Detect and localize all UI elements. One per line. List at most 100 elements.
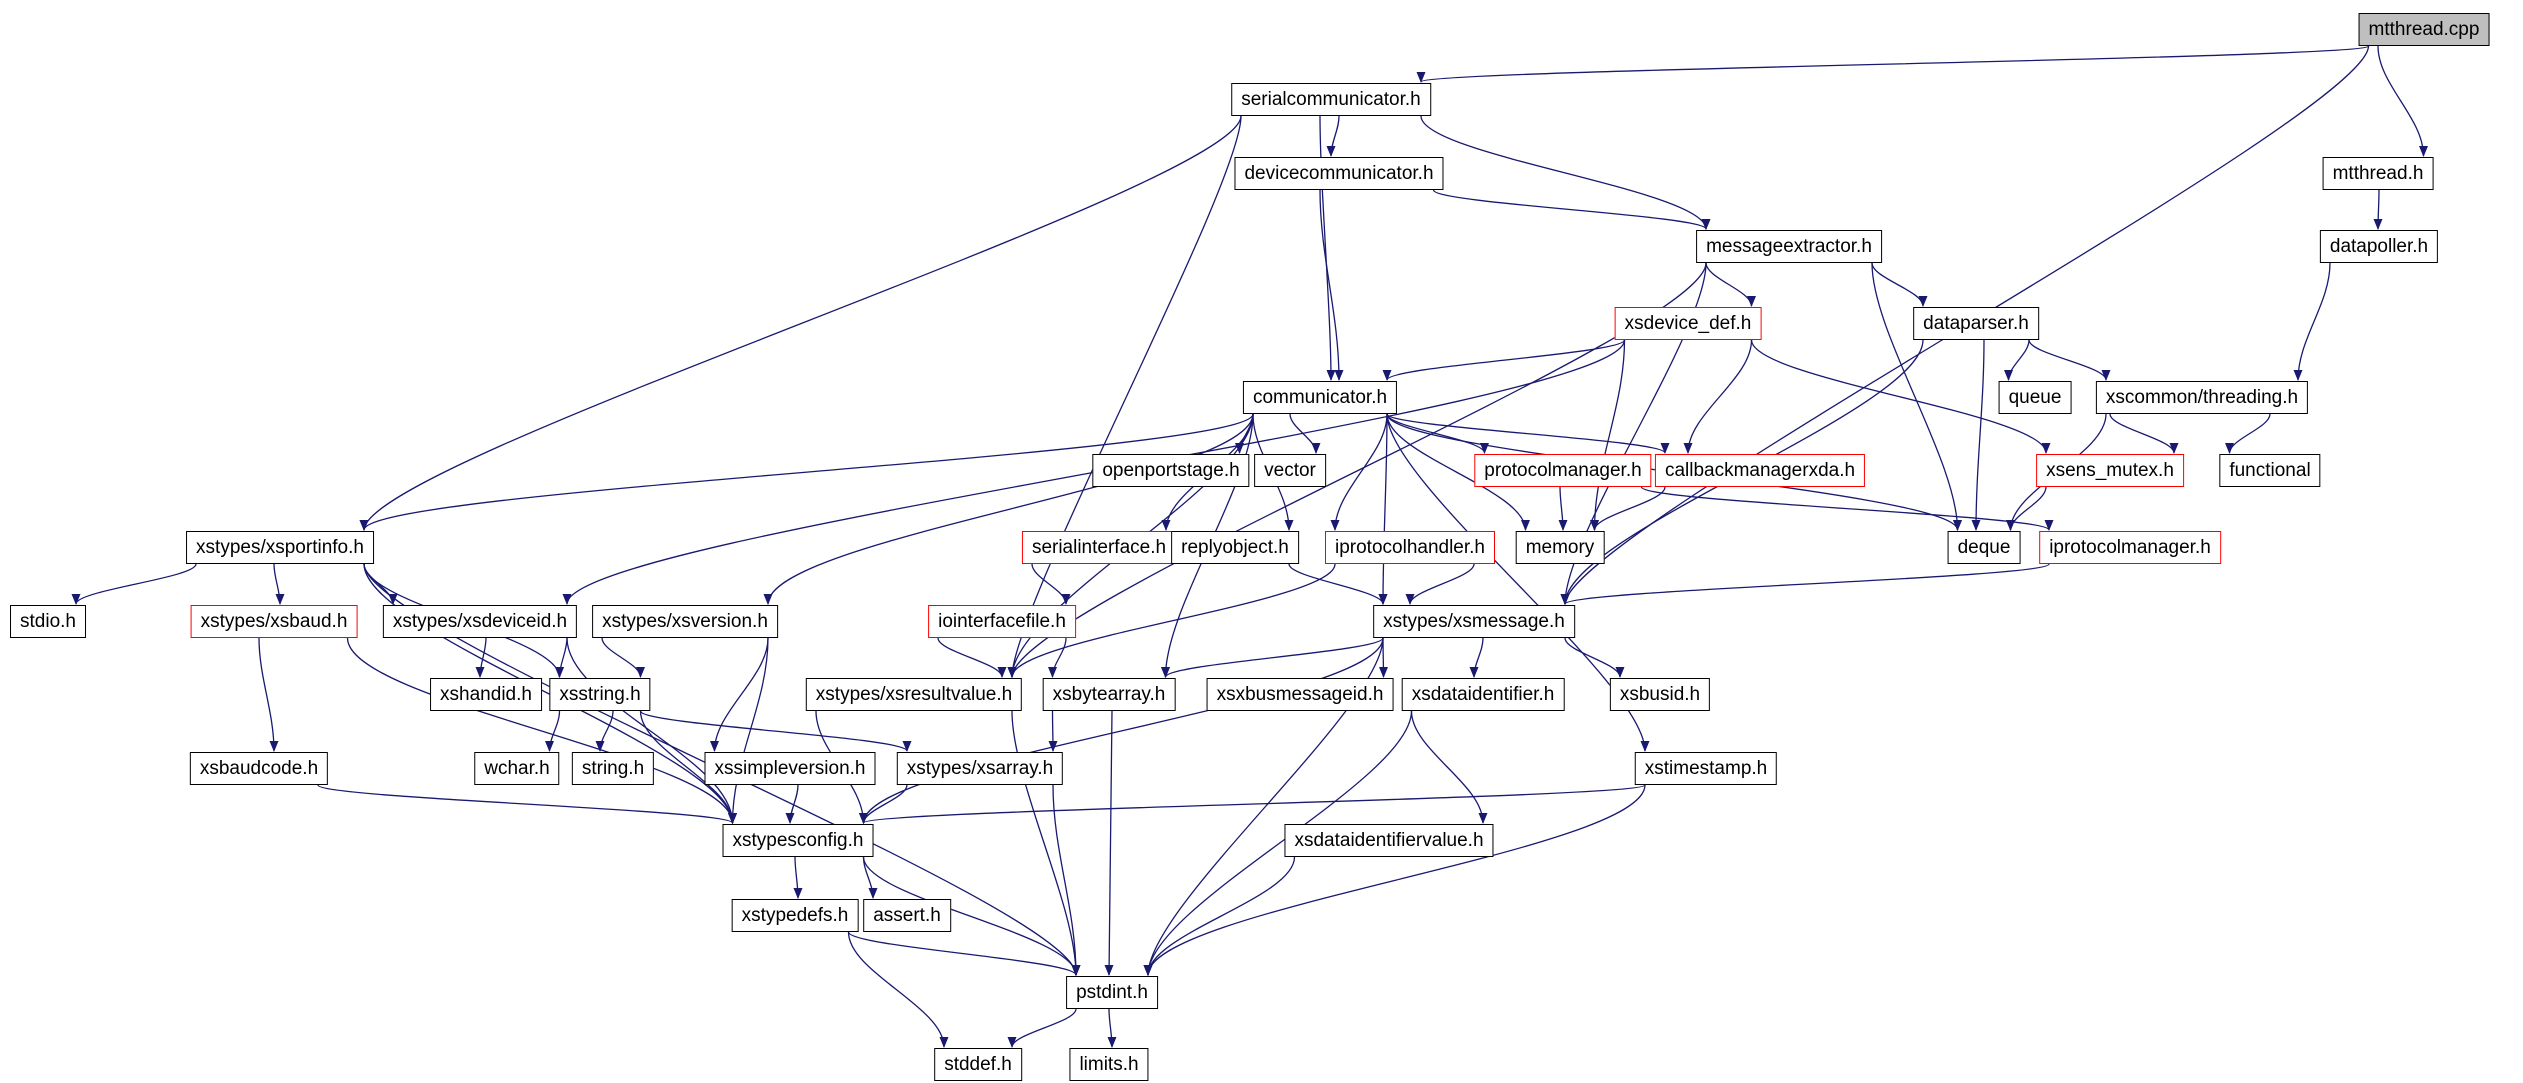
edge-communicator_h-to-xstypes_xsmessage_h — [1378, 413, 1388, 605]
edge-devicecommunicator_h-to-messageextractor_h — [1432, 189, 1711, 230]
node-limits_h[interactable]: limits.h — [1069, 1048, 1149, 1081]
edge-dataparser_h-to-deque — [1971, 339, 1985, 531]
edge-xstypes_xsbaud_h-to-xstypesconfig_h — [346, 637, 737, 824]
node-xsdevice_def_h[interactable]: xsdevice_def.h — [1614, 307, 1762, 340]
edge-xstypes_xsdeviceid_h-to-xsstring_h — [555, 637, 568, 678]
node-dataparser_h[interactable]: dataparser.h — [1913, 307, 2039, 340]
edge-xsdevice_def_h-to-xsens_mutex_h — [1750, 339, 2051, 454]
edge-xsdevice_def_h-to-callbackmanagerxda_h — [1683, 339, 1753, 454]
edge-replyobject_h-to-xstypes_xsmessage_h — [1288, 563, 1388, 605]
node-xscommon_threading_h[interactable]: xscommon/threading.h — [2095, 381, 2309, 414]
edge-iointerfacefile_h-to-xsbytearray_h — [1048, 637, 1067, 678]
node-xsbaudcode_h[interactable]: xsbaudcode.h — [189, 752, 329, 785]
edge-xstypes_xsversion_h-to-xstypesconfig_h — [728, 637, 769, 824]
node-xshandid_h[interactable]: xshandid.h — [430, 678, 542, 711]
node-xsdataidentifiervalue_h[interactable]: xsdataidentifiervalue.h — [1284, 824, 1494, 857]
edge-pstdint_h-to-stddef_h — [1007, 1008, 1077, 1048]
edge-serialcommunicator_h-to-xstypes_xsresultvalue_h — [1007, 115, 1242, 678]
node-wchar_h[interactable]: wchar.h — [474, 752, 560, 785]
node-xstypedefs_h[interactable]: xstypedefs.h — [731, 899, 859, 932]
edge-xstypes_xsarray_h-to-pstdint_h — [1052, 784, 1081, 976]
edge-serialcommunicator_h-to-communicator_h — [1319, 115, 1336, 381]
edge-xstypes_xsmessage_h-to-xsbusid_h — [1564, 637, 1625, 678]
edge-devicecommunicator_h-to-communicator_h — [1319, 189, 1344, 381]
edge-iprotocolhandler_h-to-xstypes_xsmessage_h — [1405, 563, 1475, 605]
node-serialcommunicator_h[interactable]: serialcommunicator.h — [1231, 83, 1431, 116]
node-xstypes_xsresultvalue_h[interactable]: xstypes/xsresultvalue.h — [805, 678, 1023, 711]
node-xstimestamp_h[interactable]: xstimestamp.h — [1634, 752, 1778, 785]
node-xsxbusmessageid_h[interactable]: xsxbusmessageid.h — [1206, 678, 1394, 711]
edge-datapoller_h-to-xscommon_threading_h — [2293, 262, 2331, 381]
node-devicecommunicator_h[interactable]: devicecommunicator.h — [1234, 157, 1444, 190]
edge-serialcommunicator_h-to-devicecommunicator_h — [1326, 115, 1340, 157]
node-xsdataidentifier_h[interactable]: xsdataidentifier.h — [1401, 678, 1565, 711]
node-iprotocolmanager_h[interactable]: iprotocolmanager.h — [2039, 531, 2221, 564]
edge-xscommon_threading_h-to-functional — [2225, 413, 2271, 454]
edge-xsstring_h-to-xstypesconfig_h — [639, 710, 737, 824]
node-iprotocolhandler_h[interactable]: iprotocolhandler.h — [1325, 531, 1495, 564]
node-iointerfacefile_h[interactable]: iointerfacefile.h — [928, 605, 1076, 638]
edge-xstypes_xsportinfo_h-to-xstypesconfig_h — [363, 563, 737, 824]
node-openportstage_h[interactable]: openportstage.h — [1092, 454, 1250, 487]
node-serialinterface_h[interactable]: serialinterface.h — [1021, 531, 1177, 564]
node-string_h[interactable]: string.h — [571, 752, 655, 785]
edge-communicator_h-to-protocolmanager_h — [1386, 413, 1489, 454]
edge-xstypes_xsresultvalue_h-to-pstdint_h — [1011, 710, 1081, 976]
edge-mtthread_cpp-to-serialcommunicator_h — [1417, 45, 2370, 83]
node-memory[interactable]: memory — [1515, 531, 1605, 564]
node-xsens_mutex_h[interactable]: xsens_mutex.h — [2036, 454, 2184, 487]
edge-xstypes_xsversion_h-to-xsstring_h — [601, 637, 645, 678]
edge-communicator_h-to-callbackmanagerxda_h — [1386, 413, 1670, 454]
node-xstypes_xsarray_h[interactable]: xstypes/xsarray.h — [896, 752, 1064, 785]
node-xsbytearray_h[interactable]: xsbytearray.h — [1042, 678, 1176, 711]
node-assert_h[interactable]: assert.h — [863, 899, 951, 932]
node-datapoller_h[interactable]: datapoller.h — [2319, 230, 2439, 263]
node-replyobject_h[interactable]: replyobject.h — [1171, 531, 1299, 564]
edge-serialcommunicator_h-to-messageextractor_h — [1420, 115, 1711, 230]
edge-xscommon_threading_h-to-xsens_mutex_h — [2109, 413, 2179, 454]
node-xstypes_xsdeviceid_h[interactable]: xstypes/xsdeviceid.h — [382, 605, 578, 638]
node-vector[interactable]: vector — [1254, 454, 1326, 487]
edge-serialinterface_h-to-iointerfacefile_h — [1031, 563, 1071, 605]
edge-xsbytearray_h-to-pstdint_h — [1104, 710, 1114, 976]
node-xsstring_h[interactable]: xsstring.h — [549, 678, 651, 711]
edge-xsstring_h-to-string_h — [595, 710, 614, 752]
node-xstypes_xsbaud_h[interactable]: xstypes/xsbaud.h — [190, 605, 358, 638]
edge-communicator_h-to-vector — [1289, 413, 1321, 454]
edge-xsdataidentifier_h-to-pstdint_h — [1143, 710, 1413, 976]
node-mtthread_h[interactable]: mtthread.h — [2322, 157, 2434, 190]
edge-protocolmanager_h-to-memory — [1558, 486, 1568, 531]
edge-dataparser_h-to-queue — [2004, 339, 2030, 381]
node-xstypes_xsversion_h[interactable]: xstypes/xsversion.h — [592, 605, 778, 638]
edge-xstypes_xsdeviceid_h-to-xstypesconfig_h — [566, 637, 737, 824]
node-protocolmanager_h[interactable]: protocolmanager.h — [1474, 454, 1652, 487]
node-functional[interactable]: functional — [2219, 454, 2321, 487]
node-xstypes_xsportinfo_h[interactable]: xstypes/xsportinfo.h — [186, 531, 374, 564]
edge-xstimestamp_h-to-xstypesconfig_h — [859, 784, 1646, 824]
edge-xstypes_xsportinfo_h-to-stdio_h — [71, 563, 197, 605]
edge-xsstring_h-to-xstypes_xsarray_h — [639, 710, 912, 752]
edge-xsstring_h-to-wchar_h — [545, 710, 561, 752]
edge-xssimpleversion_h-to-xstypesconfig_h — [785, 784, 799, 824]
node-stddef_h[interactable]: stddef.h — [934, 1048, 1022, 1081]
node-stdio_h[interactable]: stdio.h — [10, 605, 86, 638]
node-xsbusid_h[interactable]: xsbusid.h — [1609, 678, 1711, 711]
node-queue[interactable]: queue — [1998, 381, 2072, 414]
node-xstypes_xsmessage_h[interactable]: xstypes/xsmessage.h — [1373, 605, 1575, 638]
node-messageextractor_h[interactable]: messageextractor.h — [1696, 230, 1882, 263]
node-communicator_h[interactable]: communicator.h — [1242, 381, 1398, 414]
node-mtthread_cpp[interactable]: mtthread.cpp — [2358, 13, 2490, 46]
edge-xstypes_xsbaud_h-to-xsbaudcode_h — [258, 637, 279, 752]
edge-messageextractor_h-to-xstypes_xsmessage_h — [1560, 262, 1707, 605]
edge-xsdataidentifier_h-to-xsdataidentifiervalue_h — [1410, 710, 1488, 824]
node-xssimpleversion_h[interactable]: xssimpleversion.h — [704, 752, 876, 785]
edge-communicator_h-to-xstimestamp_h — [1386, 413, 1650, 752]
edge-messageextractor_h-to-deque — [1871, 262, 1962, 531]
edge-xstypes_xsmessage_h-to-pstdint_h — [1143, 637, 1384, 976]
edge-callbackmanagerxda_h-to-memory — [1590, 486, 1666, 531]
node-deque[interactable]: deque — [1947, 531, 2021, 564]
node-pstdint_h[interactable]: pstdint.h — [1066, 976, 1158, 1009]
node-callbackmanagerxda_h[interactable]: callbackmanagerxda.h — [1654, 454, 1866, 487]
node-xstypesconfig_h[interactable]: xstypesconfig.h — [722, 824, 874, 857]
edge-messageextractor_h-to-dataparser_h — [1871, 262, 1928, 307]
